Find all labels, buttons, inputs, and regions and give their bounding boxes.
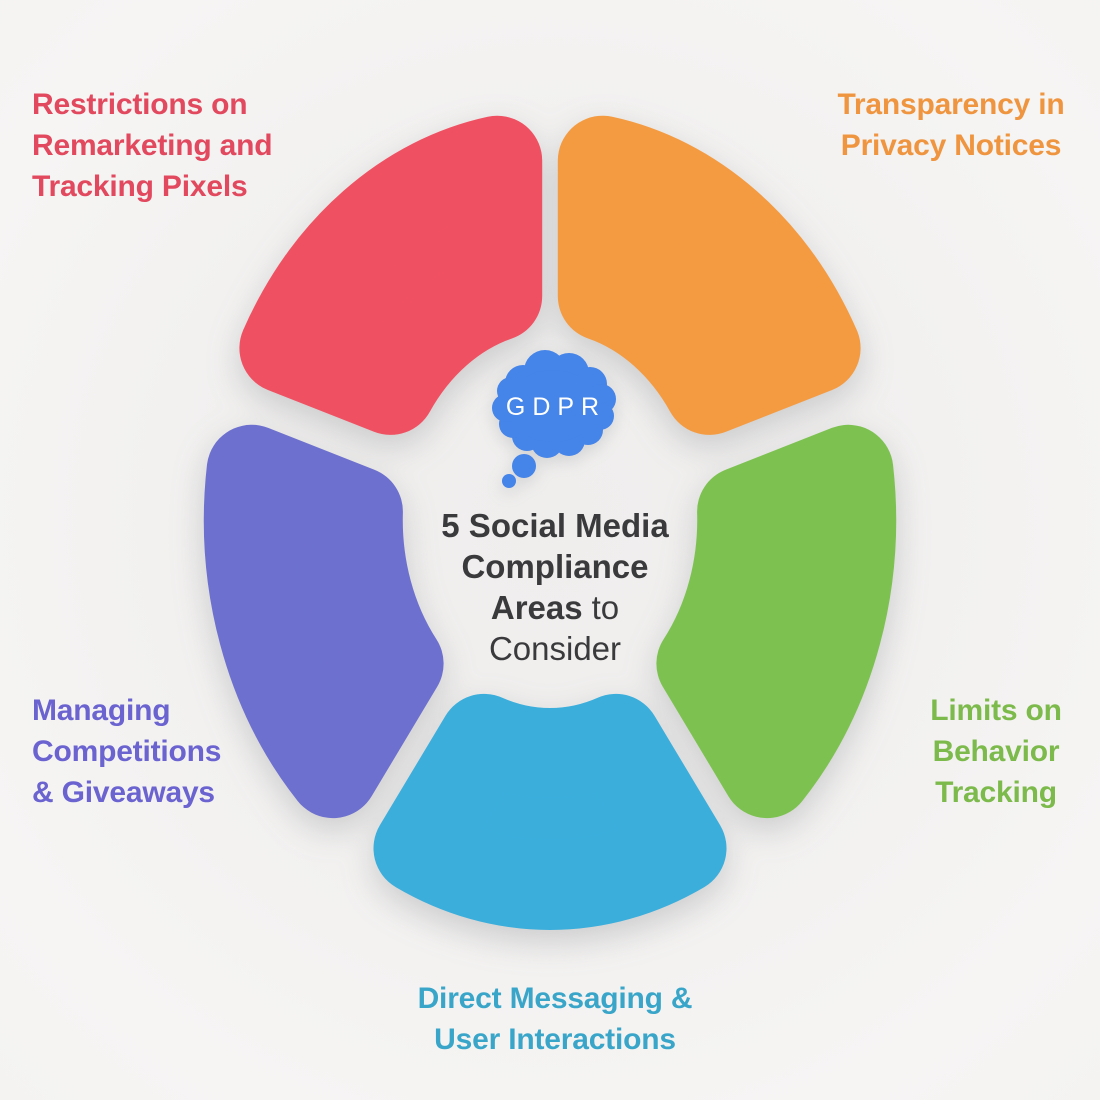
wedge-behavior-tracking (656, 424, 897, 819)
label-line: Competitions (32, 735, 222, 768)
label-line: Direct Messaging & (417, 982, 693, 1015)
wedge-remarketing (239, 115, 543, 435)
title-line: 5 Social Media (441, 507, 669, 544)
label-line: Remarketing and (32, 129, 273, 162)
label-line: Managing (32, 694, 171, 727)
wedge-direct-messaging (373, 693, 727, 930)
thought-tail-bubble-small (502, 474, 516, 488)
segment-label-direct-messaging: Direct Messaging & User Interactions (345, 978, 765, 1060)
ring-segments (203, 115, 897, 930)
gdpr-label: GDPR (506, 393, 606, 421)
label-line: & Giveaways (32, 776, 215, 809)
label-line: Privacy Notices (840, 129, 1062, 162)
label-line: Tracking (935, 776, 1057, 809)
title-line: Compliance (461, 548, 649, 585)
label-line: Restrictions on (32, 88, 248, 121)
wedge-privacy-notices (557, 115, 861, 435)
title-word-bold: Areas (490, 589, 583, 626)
wedge-competitions (203, 424, 444, 819)
label-line: Tracking Pixels (32, 170, 248, 203)
label-line: User Interactions (434, 1023, 676, 1056)
label-line: Limits on (930, 694, 1062, 727)
label-line: Behavior (932, 735, 1060, 768)
segment-label-privacy-notices: Transparency in Privacy Notices (786, 84, 1100, 166)
label-line: Transparency in (837, 88, 1065, 121)
thought-tail-bubble-large (512, 454, 536, 478)
gdpr-thought-bubble-icon: GDPR (492, 350, 616, 488)
title-line: Consider (488, 630, 622, 667)
title-word-regular: to (591, 589, 620, 626)
